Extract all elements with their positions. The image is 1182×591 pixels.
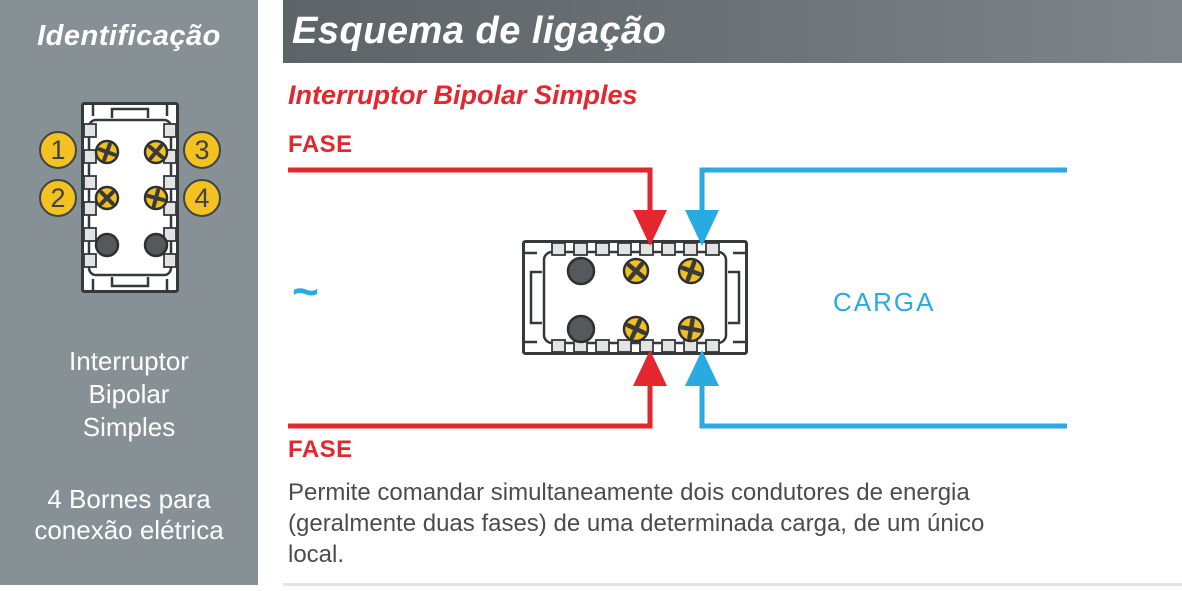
bottom-divider: [283, 583, 1182, 586]
screw-terminal-4: [143, 185, 169, 211]
product-name-line: Interruptor: [69, 346, 189, 376]
screw-terminal: [677, 315, 705, 343]
product-name-line: Bipolar: [88, 379, 170, 409]
module-notches: [551, 242, 720, 353]
carga-label: CARGA: [833, 287, 936, 317]
product-name-line: Simples: [82, 412, 176, 442]
terminal-count-line: conexão elétrica: [34, 515, 224, 545]
phase-wire-bottom: [288, 382, 653, 429]
screw-terminal-2: [94, 185, 120, 211]
description-line: (geralmente duas fases) de uma determina…: [288, 510, 985, 537]
description-line: Permite comandar simultaneamente dois co…: [288, 479, 970, 506]
screw-terminal: [677, 257, 705, 285]
mounting-hole: [143, 232, 169, 258]
load-wire-top: [699, 167, 1067, 214]
mounting-hole: [566, 314, 596, 344]
load-arrow-bottom: [685, 350, 719, 386]
screw-terminal: [622, 315, 650, 343]
module-notches: [83, 123, 177, 268]
product-name: Interruptor Bipolar Simples: [0, 345, 258, 444]
switch-module-wiring-icon: [522, 240, 748, 355]
screw-terminal-3: [143, 139, 169, 165]
terminal-count-note: 4 Bornes para conexão elétrica: [0, 484, 258, 546]
screw-terminal-1: [94, 139, 120, 165]
fase-label-bottom: FASE: [288, 436, 353, 463]
section-header: Esquema de ligação: [283, 0, 1182, 63]
phase-arrow-bottom: [633, 350, 667, 386]
description-line: local.: [288, 541, 345, 568]
phase-wire-top: [288, 167, 653, 214]
mounting-hole: [566, 256, 596, 286]
diagram-subtitle: Interruptor Bipolar Simples: [288, 80, 638, 110]
terminal-count-line: 4 Bornes para: [47, 484, 211, 514]
load-wire-bottom: [699, 382, 1067, 429]
terminal-badge-2: 2: [39, 179, 77, 217]
description-text: Permite comandar simultaneamente dois co…: [288, 477, 984, 570]
ac-source-symbol: ~: [292, 265, 319, 317]
identification-sidebar: Identificação: [0, 0, 258, 585]
terminal-badge-4: 4: [183, 179, 221, 217]
switch-module-rear-icon: [81, 102, 179, 293]
sidebar-title: Identificação: [37, 20, 221, 52]
terminal-badge-1: 1: [39, 131, 77, 169]
mounting-hole: [94, 232, 120, 258]
terminal-badge-3: 3: [183, 131, 221, 169]
screw-terminal: [622, 257, 650, 285]
page-title: Esquema de ligação: [292, 10, 667, 52]
fase-label-top: FASE: [288, 131, 353, 158]
